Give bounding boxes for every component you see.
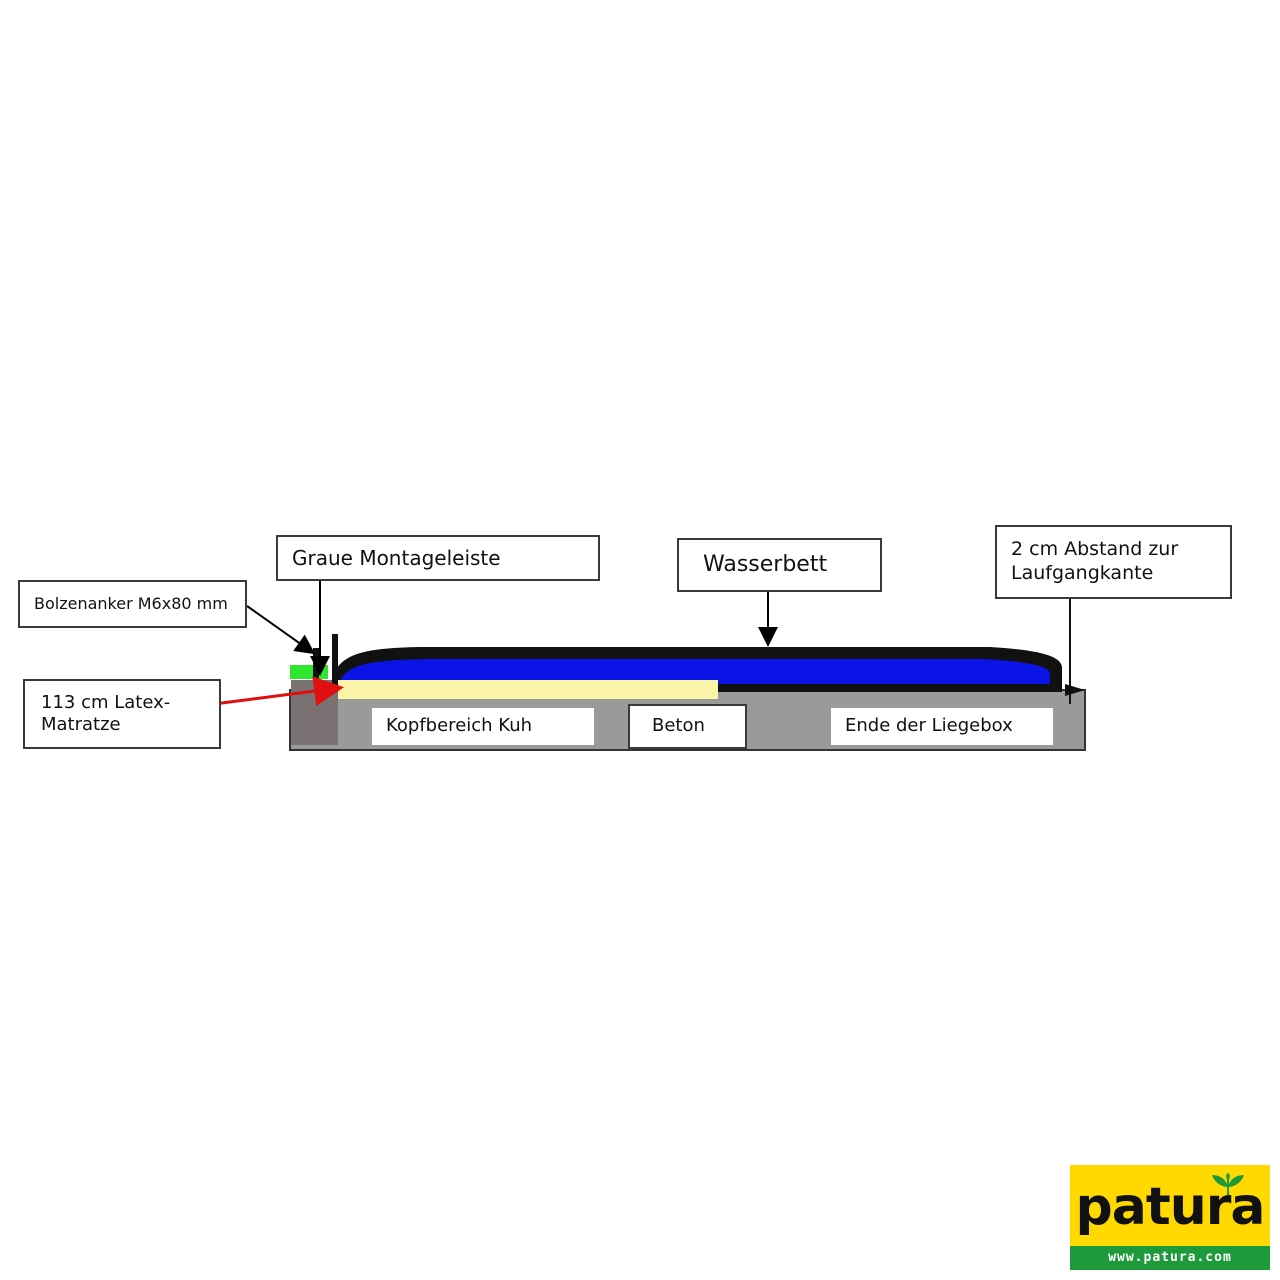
bolzenanker-arrow [246,605,316,655]
bolt-anchor [313,648,319,682]
logo-wordmark: patura [1075,1177,1266,1237]
mounting-post [332,634,338,678]
patura-logo: patura www.patura.com [1070,1165,1270,1270]
montageleiste-label: Graue Montageleiste [276,535,600,581]
green-mounting-strip [290,665,328,679]
logo-url: www.patura.com [1070,1246,1270,1270]
beton-label: Beton [628,704,747,749]
latex-arrow [213,676,344,706]
kopfbereich-label: Kopfbereich Kuh [372,708,594,745]
abstand-label: 2 cm Abstand zur Laufgangkante [995,525,1232,599]
wasserbett-label: Wasserbett [677,538,882,592]
latex-mattress [338,680,718,699]
latex-matratze-label: 113 cm Latex- Matratze [23,679,221,749]
bolzenanker-label: Bolzenanker M6x80 mm [18,580,247,628]
waterbed-water [340,659,1050,684]
leaf-sprout-icon [1212,1173,1244,1199]
ende-liegebox-label: Ende der Liegebox [831,708,1053,745]
